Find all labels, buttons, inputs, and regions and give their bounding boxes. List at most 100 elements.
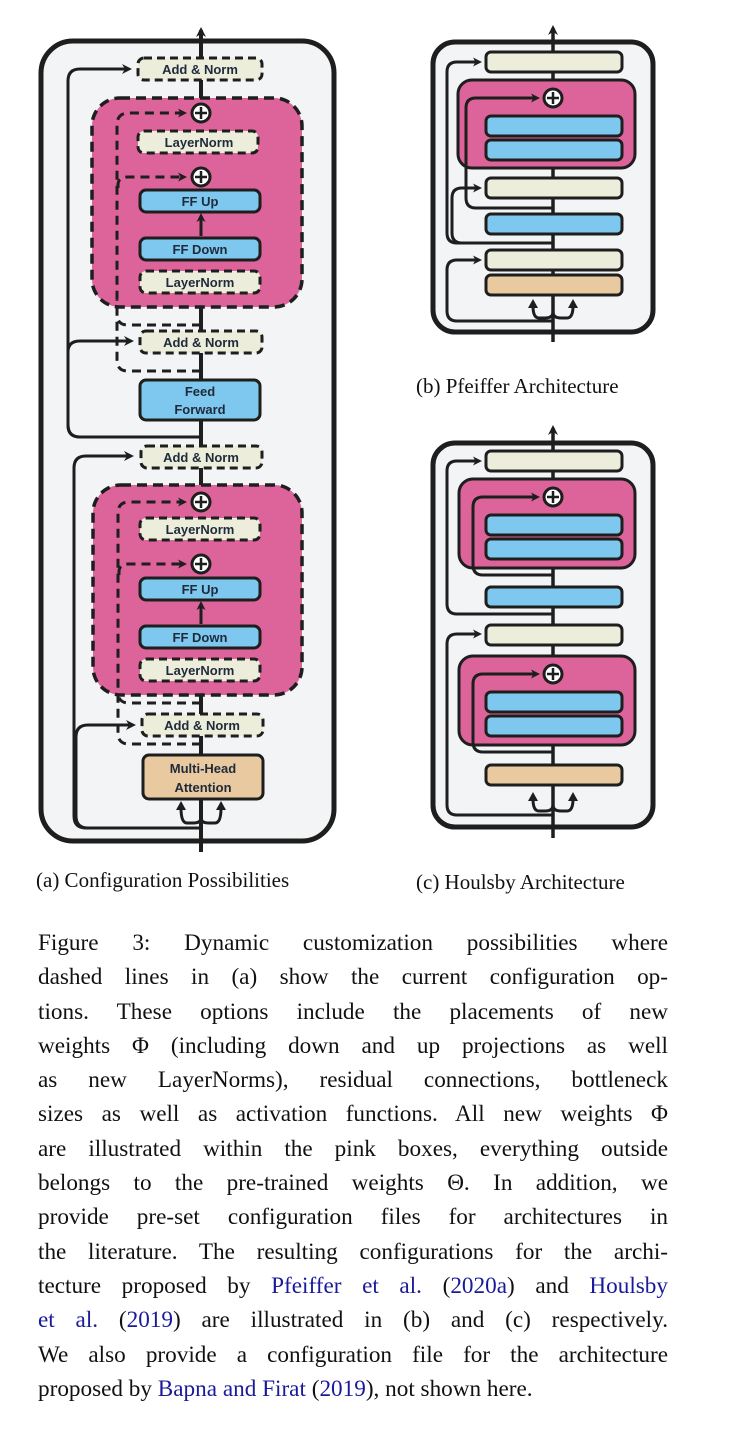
- subcaption-b: (b) Pfeiffer Architecture: [416, 374, 619, 398]
- attention-bar: [484, 763, 624, 787]
- subcaption-a: (a) Configuration Possibilities: [36, 868, 290, 892]
- ff-up-bar: [484, 513, 624, 537]
- residual: [445, 57, 553, 245]
- fork-arrowheads: [528, 299, 578, 308]
- caption-text: ), not shown here.: [365, 1375, 533, 1402]
- plus-node: [542, 663, 564, 685]
- panel-a-configuration: Add & Norm LayerNorm FF Up FF Down Layer…: [38, 27, 337, 852]
- block-ff-up: FF Up: [138, 188, 262, 214]
- caption-line: provide pre-set configuration files for …: [38, 1200, 668, 1234]
- plus-node: [190, 553, 212, 575]
- add-norm-bar: [484, 248, 624, 272]
- block-feed-forward: Feed Forward: [138, 378, 262, 422]
- label-layernorm: LayerNorm: [166, 522, 235, 537]
- figure-3-diagram: Add & Norm LayerNorm FF Up FF Down Layer…: [38, 25, 656, 852]
- caption-line: We also provide a configuration file for…: [38, 1338, 668, 1372]
- label-ff-down: FF Down: [173, 630, 228, 645]
- panel-c-houlsby: [430, 425, 656, 838]
- adapter-residual: [464, 93, 553, 210]
- block-layernorm: LayerNorm: [136, 129, 260, 155]
- block-ff-up: FF Up: [138, 576, 262, 602]
- caption-text: sizes as well as activation functions. A…: [38, 1101, 668, 1128]
- label-add-norm: Add & Norm: [163, 450, 239, 465]
- ff-up-bar: [484, 114, 624, 138]
- caption-text: proposed by: [38, 1375, 158, 1402]
- adapter-residual: [471, 492, 553, 577]
- residual-top: [66, 64, 201, 439]
- caption-text: (: [98, 1307, 127, 1334]
- block-add-norm-mid: Add & Norm: [138, 329, 264, 355]
- label-attention: Attention: [174, 780, 231, 795]
- fork-arrowheads: [528, 792, 578, 801]
- adapter-residual: [471, 669, 553, 754]
- figure-caption: Figure 3: Dynamic customization possibil…: [38, 926, 668, 1406]
- residual: [445, 456, 553, 616]
- caption-line: the literature. The resulting configurat…: [38, 1235, 668, 1269]
- caption-text: tecture proposed by: [38, 1272, 272, 1299]
- label-layernorm: LayerNorm: [165, 135, 234, 150]
- label-feed: Feed: [185, 384, 215, 399]
- caption-text: as new LayerNorms), residual connections…: [38, 1067, 668, 1094]
- caption-text: weights Φ (including down and up project…: [38, 1032, 668, 1059]
- caption-text: (: [421, 1272, 451, 1299]
- block-add-norm-lower: Add & Norm: [139, 444, 264, 470]
- block-layernorm: LayerNorm: [138, 516, 262, 542]
- caption-line: dashed lines in (a) show the current con…: [38, 960, 668, 994]
- caption-text: belongs to the pre-trained weights Θ. In…: [38, 1170, 668, 1197]
- plus-node: [542, 87, 564, 109]
- citation-link[interactable]: 2020a: [450, 1272, 507, 1299]
- citation-link[interactable]: Bapna and Firat: [157, 1375, 306, 1402]
- panel-b-pfeiffer: [430, 25, 656, 342]
- block-ff-down: FF Down: [138, 236, 262, 262]
- plus-node: [190, 491, 212, 513]
- label-ff-down: FF Down: [173, 242, 228, 257]
- residual: [445, 255, 553, 323]
- label-ff-up: FF Up: [182, 194, 219, 209]
- citation-link[interactable]: et al.: [38, 1307, 99, 1334]
- citation-link[interactable]: Pfeiffer et al.: [271, 1272, 422, 1299]
- citation-link[interactable]: 2019: [319, 1375, 366, 1402]
- fork-arrowheads: [176, 801, 226, 810]
- dashed-residual-lower-inner: [117, 559, 187, 575]
- block-add-norm-bottom: Add & Norm: [140, 712, 265, 738]
- label-add-norm: Add & Norm: [162, 62, 238, 77]
- block-layernorm: LayerNorm: [138, 657, 262, 683]
- caption-line: et al. (2019) are illustrated in (b) and…: [38, 1303, 668, 1337]
- attention-input-fork: [179, 807, 223, 825]
- feed-forward-bar: [484, 585, 624, 609]
- label-ff-up: FF Up: [182, 582, 219, 597]
- caption-text: tions. These options include the placeme…: [38, 998, 668, 1025]
- caption-text: ) are illustrated in (b) and (c) respect…: [172, 1307, 668, 1334]
- dashed-residual-upper-outer: [115, 108, 201, 327]
- caption-line: weights Φ (including down and up project…: [38, 1029, 668, 1063]
- dashed-skip-addnorm-mid: [115, 300, 201, 373]
- caption-line: sizes as well as activation functions. A…: [38, 1097, 668, 1131]
- attention-bar: [484, 273, 624, 297]
- ff-down-bar: [484, 537, 624, 561]
- caption-line: tions. These options include the placeme…: [38, 995, 668, 1029]
- label-layernorm: LayerNorm: [166, 275, 235, 290]
- citation-link[interactable]: Houlsby: [589, 1272, 668, 1299]
- residual: [445, 629, 553, 817]
- residual: [450, 183, 553, 245]
- ff-down-bar: [484, 138, 624, 162]
- plus-node: [190, 102, 212, 124]
- caption-line: as new LayerNorms), residual connections…: [38, 1063, 668, 1097]
- plus-node: [542, 486, 564, 508]
- caption-line: proposed by Bapna and Firat (2019), not …: [38, 1372, 668, 1406]
- block-multi-head-attention: Multi-Head Attention: [141, 753, 265, 801]
- add-norm-bar: [484, 623, 624, 647]
- caption-line: are illustrated within the pink boxes, e…: [38, 1132, 668, 1166]
- block-ff-down: FF Down: [138, 624, 262, 650]
- caption-line: belongs to the pre-trained weights Θ. In…: [38, 1166, 668, 1200]
- caption-text: We also provide a configuration file for…: [38, 1341, 668, 1368]
- block-add-norm-top: Add & Norm: [136, 56, 264, 82]
- citation-link[interactable]: 2019: [126, 1307, 173, 1334]
- feed-forward-bar: [484, 212, 624, 236]
- caption-text: the literature. The resulting configurat…: [38, 1238, 668, 1265]
- fork-right: [551, 305, 575, 320]
- plus-sign: [547, 668, 559, 680]
- caption-text: dashed lines in (a) show the current con…: [38, 964, 668, 991]
- dashed-residual-upper-inner: [116, 172, 187, 188]
- add-norm-bar: [484, 449, 624, 473]
